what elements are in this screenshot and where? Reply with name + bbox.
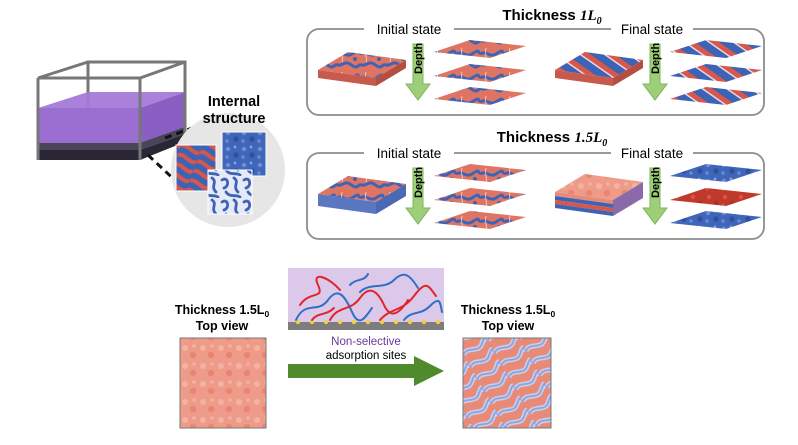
- bottom-right-topview: Thickness 1.5L0 Top view: [461, 303, 556, 429]
- polymer-adsorption-schematic: Non-selective adsorption sites: [288, 268, 444, 386]
- panel-thickness-1L0: Thickness 1L0 Initial state Final state …: [306, 7, 765, 116]
- bottom-left-topview: Thickness 1.5L0 Top view: [175, 303, 270, 429]
- panel-15L-initial-label: Initial state: [377, 146, 442, 161]
- panel-1L-frame: [306, 28, 765, 116]
- substrate-top: [38, 127, 185, 150]
- inset-tile-blue: [221, 131, 267, 177]
- substrate: [38, 134, 185, 160]
- inset-tile-worm: [207, 169, 253, 215]
- panel-1L-final-cube: [555, 52, 643, 86]
- adsorption-label-line2: adsorption sites: [326, 350, 407, 362]
- slice: [670, 40, 762, 58]
- adsorption-substrate: [288, 322, 444, 330]
- panel-1L-initial-slices: [434, 40, 526, 105]
- slice: [434, 188, 526, 206]
- purple-film-layer: [38, 92, 185, 108]
- topview-initial-image: [179, 337, 267, 429]
- panel-1L-initial-label-mask: [364, 22, 454, 36]
- internal-label-line1: Internal: [208, 94, 260, 110]
- panel-15L-initial-depth-label: Depth: [413, 167, 425, 198]
- topview-final-image: [462, 337, 552, 429]
- box-edges: [36, 60, 187, 160]
- leader-line-top: [164, 123, 201, 140]
- bottom-right-subtitle: Top view: [482, 319, 535, 333]
- panel-1L-final-slices: [670, 40, 762, 105]
- panel-15L-final-cube: [555, 174, 643, 216]
- chain-red: [379, 284, 437, 321]
- slice-red: [670, 188, 762, 206]
- panel-1L-initial-depth-label: Depth: [413, 43, 425, 74]
- chain-red: [329, 289, 409, 321]
- panel-15L-initial-depth-arrow: Depth: [405, 167, 431, 225]
- panel-15L-final-depth-arrow: Depth: [642, 167, 668, 225]
- chain-blue: [349, 273, 369, 286]
- panel-1L-initial-cube: [318, 52, 406, 86]
- bottom-left-subtitle: Top view: [196, 319, 249, 333]
- panel-1L-final-depth-label: Depth: [650, 43, 662, 74]
- panel-1L-initial-depth-arrow: Depth: [405, 43, 431, 101]
- panel-1L-final-depth-arrow: Depth: [642, 43, 668, 101]
- slice: [434, 64, 526, 82]
- chain-blue: [295, 292, 373, 322]
- panel-15L-final-depth-label: Depth: [650, 167, 662, 198]
- slice-blue: [670, 164, 762, 182]
- panel-15L-final-label: Final state: [621, 146, 683, 161]
- process-arrow: [288, 356, 444, 386]
- panel-15L-initial-cube: [318, 176, 406, 214]
- adsorption-label-line1: Non-selective: [331, 336, 401, 348]
- adsorption-box: [288, 268, 444, 330]
- panel-15L-frame: [306, 152, 765, 240]
- panel-15L-initial-label-mask: [364, 146, 454, 160]
- adsorption-sites: [295, 319, 441, 325]
- film-schematic: [36, 60, 201, 187]
- slice: [434, 211, 526, 229]
- chain-red: [299, 275, 341, 306]
- slice: [434, 164, 526, 182]
- panel-15L-title: Thickness 1.5L0: [497, 129, 607, 149]
- bottom-left-title: Thickness 1.5L0: [175, 303, 270, 319]
- slice: [434, 87, 526, 105]
- panel-1L-title: Thickness 1L0: [502, 7, 601, 27]
- panel-1L-final-label: Final state: [621, 22, 683, 37]
- panel-1L-initial-label: Initial state: [377, 22, 442, 37]
- chain-blue: [359, 273, 419, 293]
- slice-blue: [670, 211, 762, 229]
- slice: [670, 64, 762, 82]
- chain-red: [311, 307, 335, 321]
- internal-structure-inset: Internal structure: [171, 94, 285, 227]
- panel-thickness-1.5L0: Thickness 1.5L0 Initial state Final stat…: [306, 129, 765, 240]
- panel-15L-initial-slices: [434, 164, 526, 229]
- chain-blue: [403, 299, 443, 321]
- bottom-right-title: Thickness 1.5L0: [461, 303, 556, 319]
- panel-15L-final-label-mask: [611, 146, 693, 160]
- panel-1L-final-label-mask: [611, 22, 693, 36]
- slice: [434, 40, 526, 58]
- polymer-chains: [295, 273, 443, 322]
- purple-film-front: [38, 108, 140, 150]
- panel-15L-final-slices: [670, 164, 762, 229]
- internal-label-line2: structure: [203, 111, 266, 127]
- slice: [670, 87, 762, 105]
